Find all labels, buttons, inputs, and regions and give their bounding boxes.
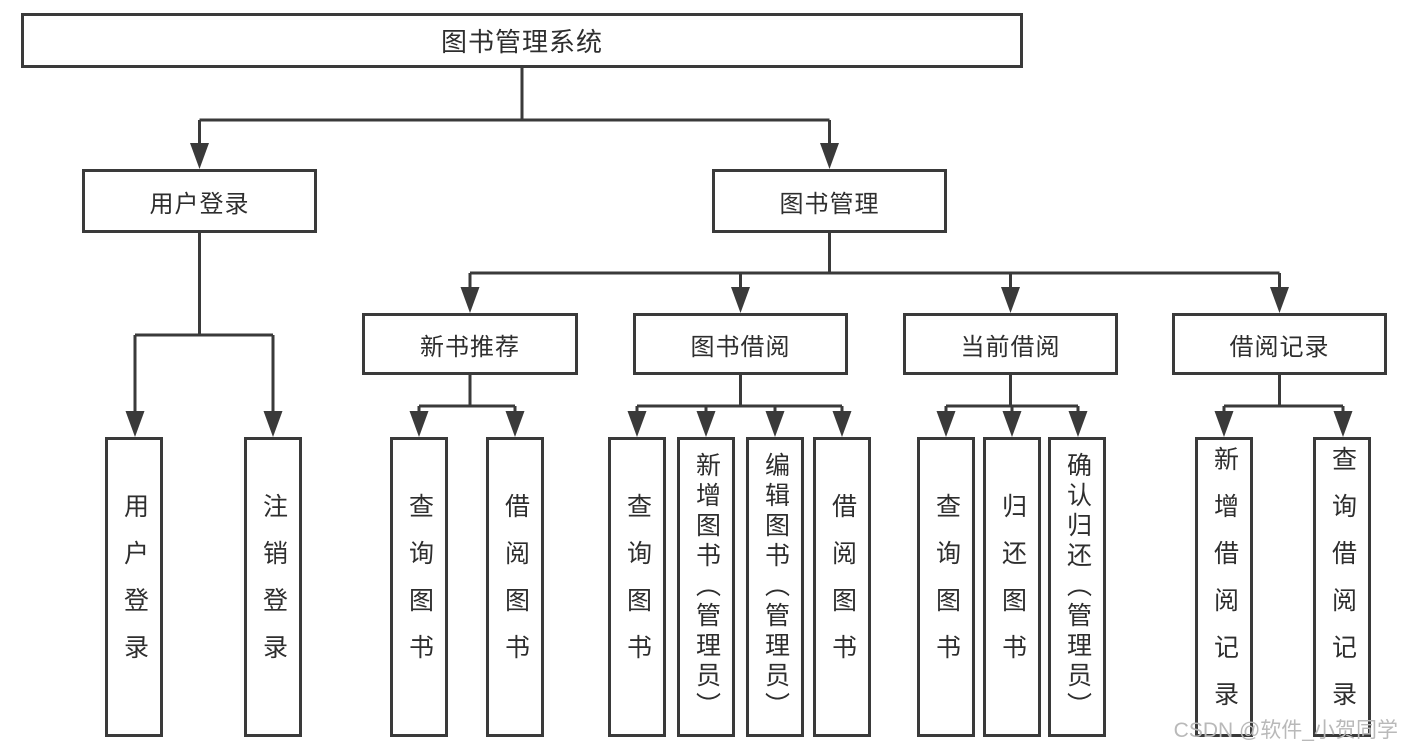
node-user-login: 用户登录 [82, 169, 317, 233]
arrowheads [125, 143, 1353, 437]
node-label: 借阅图书 [501, 493, 530, 681]
leaf-query-books-recommend: 查询图书 [390, 437, 448, 737]
node-label: 注销登录 [259, 493, 288, 681]
node-label: 查询图书 [932, 493, 961, 681]
node-current-borrowing: 当前借阅 [903, 313, 1118, 375]
node-label: 确认归还（管理员） [1063, 452, 1092, 722]
node-book-borrowing: 图书借阅 [633, 313, 848, 375]
node-label: 编辑图书（管理员） [761, 452, 790, 722]
leaf-edit-books-admin: 编辑图书（管理员） [746, 437, 804, 737]
node-book-management: 图书管理 [712, 169, 947, 233]
node-label: 查询借阅记录 [1328, 446, 1357, 728]
node-label: 用户登录 [149, 190, 250, 218]
node-label: 当前借阅 [960, 333, 1061, 361]
leaf-user-login: 用户登录 [105, 437, 163, 737]
leaf-confirm-return-admin: 确认归还（管理员） [1048, 437, 1106, 737]
node-label: 新增图书（管理员） [692, 452, 721, 722]
node-label: 新增借阅记录 [1210, 446, 1239, 728]
node-label: 查询图书 [405, 493, 434, 681]
node-label: 用户登录 [120, 493, 149, 681]
node-label: 图书借阅 [690, 333, 791, 361]
csdn-watermark: CSDN @软件_小贺同学 [1173, 719, 1398, 742]
leaf-borrow-books: 借阅图书 [813, 437, 871, 737]
leaf-query-books-borrowing: 查询图书 [608, 437, 666, 737]
node-label: 归还图书 [998, 493, 1027, 681]
node-new-book-recommend: 新书推荐 [362, 313, 578, 375]
node-library-system: 图书管理系统 [21, 13, 1023, 68]
node-label: 查询图书 [623, 493, 652, 681]
leaf-add-borrow-record: 新增借阅记录 [1195, 437, 1253, 737]
leaf-return-books: 归还图书 [983, 437, 1041, 737]
node-borrowing-records: 借阅记录 [1172, 313, 1387, 375]
node-label: 图书管理系统 [440, 27, 603, 57]
leaf-logout: 注销登录 [244, 437, 302, 737]
leaf-query-books-current: 查询图书 [917, 437, 975, 737]
leaf-borrow-books-recommend: 借阅图书 [486, 437, 544, 737]
node-label: 借阅记录 [1229, 333, 1330, 361]
leaf-add-books-admin: 新增图书（管理员） [677, 437, 735, 737]
node-label: 借阅图书 [828, 493, 857, 681]
node-label: 图书管理 [779, 190, 880, 218]
leaf-query-borrow-record: 查询借阅记录 [1313, 437, 1371, 737]
node-label: 新书推荐 [420, 333, 520, 361]
